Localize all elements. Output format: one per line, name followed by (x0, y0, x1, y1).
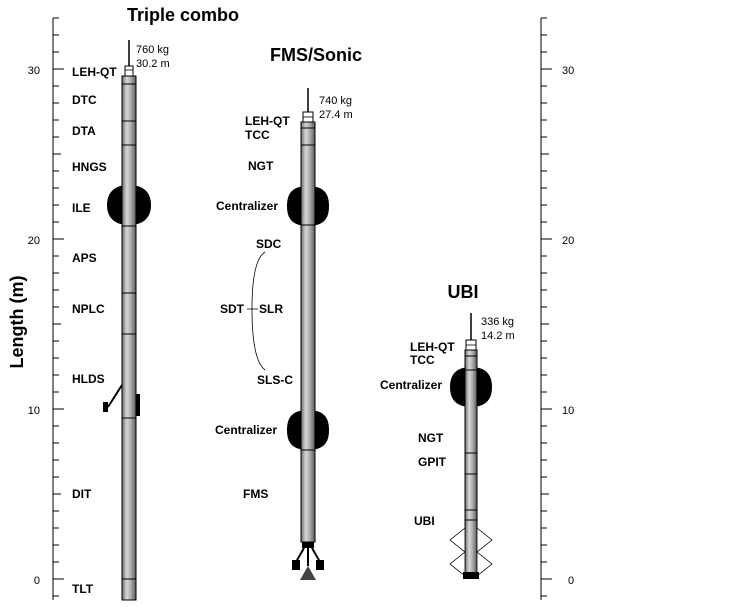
triple-combo-weight: 760 kg (136, 44, 169, 56)
fms-label-slr: SLR (259, 302, 283, 316)
fms-sonic-weight: 740 kg (319, 95, 352, 107)
right-tick-label-30: 30 (562, 65, 574, 77)
triple-label-dtc: DTC (72, 93, 97, 107)
ubi-string: UBI 336 kg 14.2 m LEH-QT TCC Centralizer… (380, 282, 515, 579)
ubi-label-centralizer: Centralizer (380, 378, 442, 392)
triple-label-aps: APS (72, 251, 97, 265)
left-tick-label-30: 30 (28, 65, 40, 77)
fms-sonic-string: FMS/Sonic 740 kg 27.4 m (215, 45, 362, 580)
ubi-label-leh-qt: LEH-QT (410, 340, 455, 354)
fms-label-leh-qt: LEH-QT (245, 114, 290, 128)
ubi-label-tcc: TCC (410, 353, 435, 367)
left-length-scale (52, 17, 64, 600)
triple-combo-length: 30.2 m (136, 58, 170, 70)
ubi-length: 14.2 m (481, 330, 515, 342)
fms-label-centralizer-upper: Centralizer (216, 199, 278, 213)
ubi-label-gpit: GPIT (418, 455, 447, 469)
ubi-body (464, 349, 478, 577)
ubi-label-ubi: UBI (414, 514, 435, 528)
fms-label-sdt: SDT (220, 302, 245, 316)
fms-label-sdc: SDC (256, 237, 282, 251)
fms-label-fms: FMS (243, 487, 268, 501)
ubi-bottom-sub (463, 572, 479, 579)
fms-sonic-body (300, 121, 316, 543)
right-length-scale (540, 17, 552, 600)
triple-label-hngs: HNGS (72, 160, 107, 174)
right-tick-label-0: 0 (568, 575, 574, 587)
triple-label-hlds: HLDS (72, 372, 105, 386)
triple-label-ile: ILE (72, 201, 91, 215)
triple-combo-string: Triple combo 760 kg 30.2 m (72, 5, 239, 601)
ubi-title: UBI (448, 282, 479, 302)
left-tick-label-0: 0 (34, 575, 40, 587)
ubi-label-ngt: NGT (418, 431, 444, 445)
fms-label-sls-c: SLS-C (257, 373, 293, 387)
triple-label-dta: DTA (72, 124, 96, 138)
right-tick-label-10: 10 (562, 405, 574, 417)
triple-combo-head (124, 65, 134, 77)
triple-label-nplc: NPLC (72, 302, 105, 316)
fms-sonic-length: 27.4 m (319, 109, 353, 121)
axis-title: Length (m) (7, 276, 27, 369)
fms-pads (292, 542, 324, 580)
left-tick-label-10: 10 (28, 405, 40, 417)
fms-sonic-title: FMS/Sonic (270, 45, 362, 65)
ubi-weight: 336 kg (481, 316, 514, 328)
triple-combo-body (121, 75, 137, 601)
right-tick-label-20: 20 (562, 235, 574, 247)
triple-label-dit: DIT (72, 487, 92, 501)
triple-combo-title: Triple combo (127, 5, 239, 25)
triple-label-tlt: TLT (72, 582, 94, 596)
fms-label-centralizer-lower: Centralizer (215, 423, 277, 437)
fms-label-ngt: NGT (248, 159, 274, 173)
fms-label-tcc: TCC (245, 128, 270, 142)
sdt-bracket (247, 251, 266, 371)
ubi-sensor-fins (449, 527, 493, 577)
triple-label-leh-qt: LEH-QT (72, 65, 117, 79)
left-tick-label-20: 20 (28, 235, 40, 247)
hlds-caliper-arm (103, 384, 140, 416)
